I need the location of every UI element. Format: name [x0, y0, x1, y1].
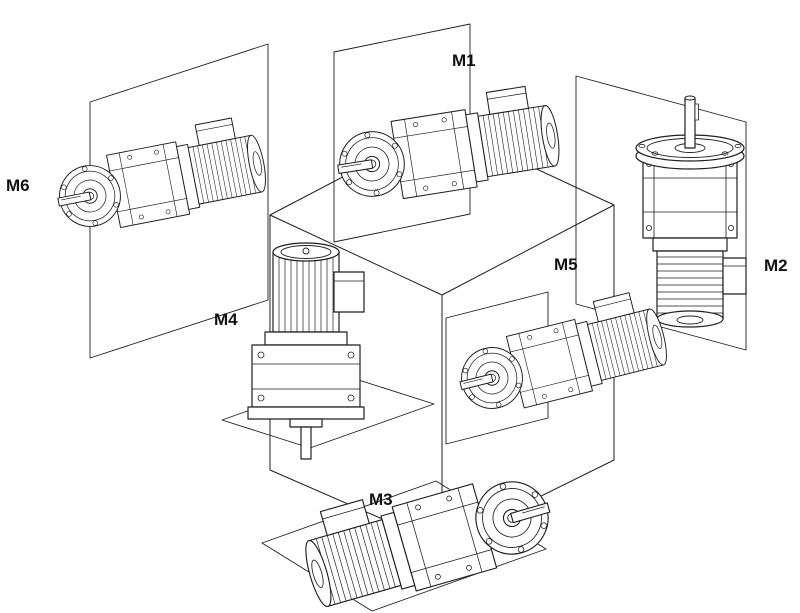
gearmotor-m2	[635, 95, 747, 328]
gearmotor-m5	[448, 286, 673, 422]
label-m6: M6	[6, 176, 30, 195]
gearmotor-m6	[48, 113, 272, 239]
label-layer: M1 M2 M3 M4 M5 M6	[6, 51, 788, 509]
label-m4: M4	[214, 310, 238, 329]
mounting-plane-m5	[445, 291, 549, 445]
gearmotor-m4	[247, 242, 365, 460]
mounting-plane-m1	[333, 23, 471, 243]
label-m2: M2	[764, 256, 788, 275]
gearmotor-m3	[293, 450, 562, 613]
mounting-plane-m6	[89, 43, 269, 359]
label-m5: M5	[554, 255, 578, 274]
label-m3: M3	[369, 490, 393, 509]
gearmotor-m1	[329, 82, 565, 209]
label-m1: M1	[452, 51, 476, 70]
